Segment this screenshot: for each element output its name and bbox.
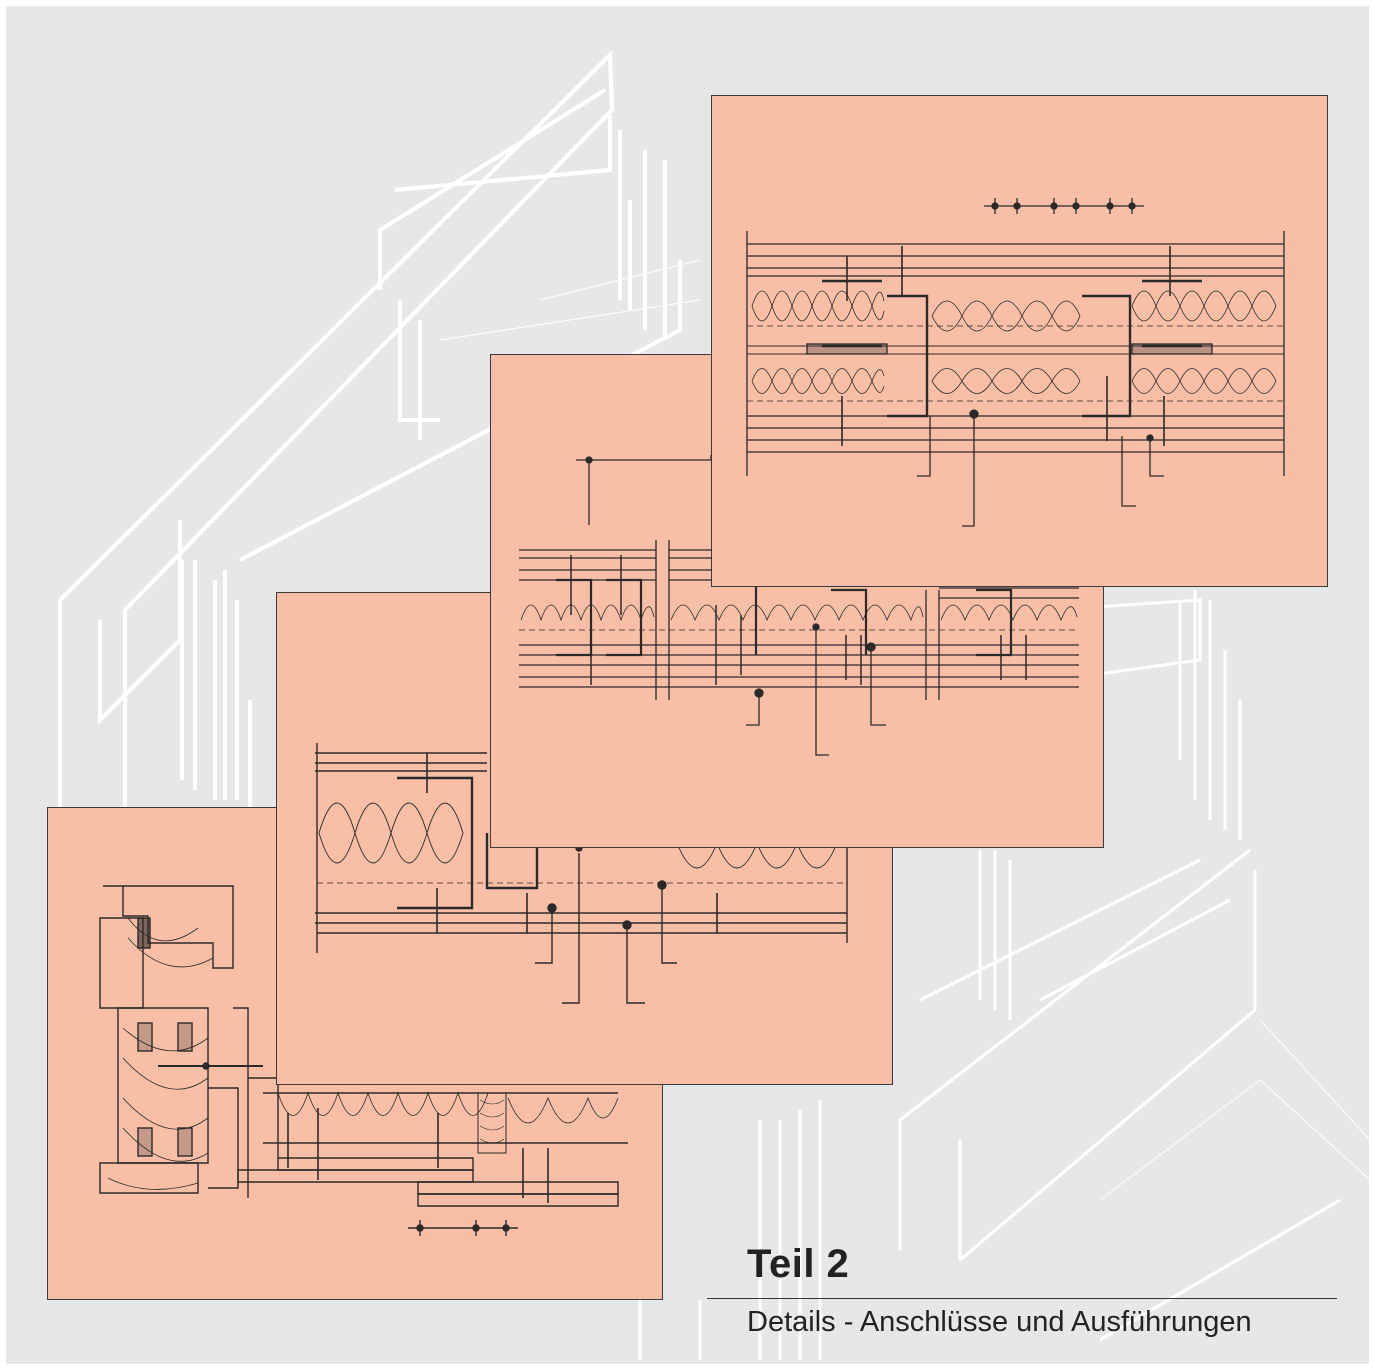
title-divider — [707, 1298, 1337, 1299]
detail-drawing-4 — [711, 95, 1328, 587]
part-subtitle: Details - Anschlüsse und Ausführungen — [747, 1306, 1252, 1338]
part-title: Teil 2 — [747, 1242, 850, 1286]
